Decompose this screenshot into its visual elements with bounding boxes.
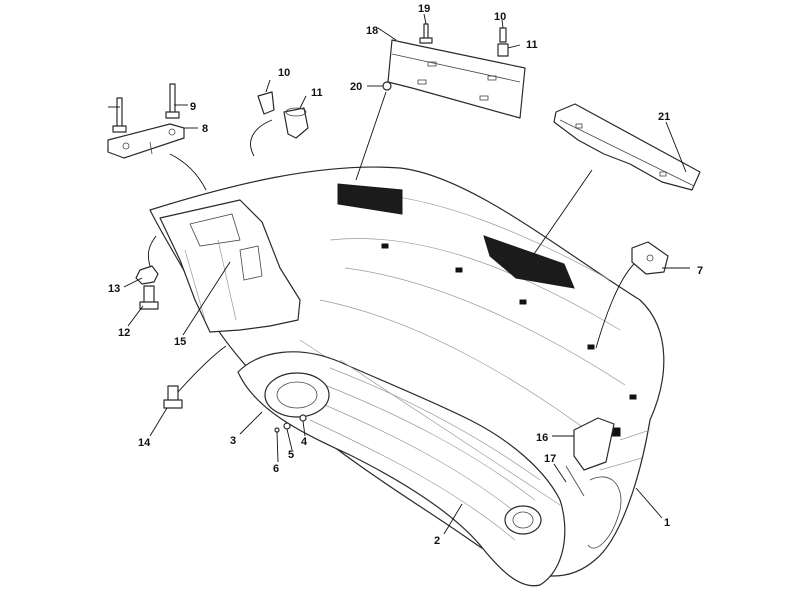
callout-12: 12 <box>118 327 130 339</box>
clip-bracket <box>631 241 669 275</box>
rivet-right <box>165 83 180 119</box>
screw-4 <box>299 414 307 422</box>
lower-grille <box>237 351 566 587</box>
lower-trim-17 <box>565 465 585 497</box>
callout-14: 14 <box>138 437 151 449</box>
screw-6 <box>274 427 280 433</box>
leader-lines <box>108 13 690 535</box>
nut-left <box>283 107 309 139</box>
callout-11-top: 11 <box>526 39 538 51</box>
push-clip-left <box>257 91 275 115</box>
callout-1: 1 <box>664 517 670 529</box>
side-rail-bracket <box>553 103 701 191</box>
nut-11-top <box>497 43 509 57</box>
center-mounting-pad <box>483 235 575 289</box>
callout-4: 4 <box>301 436 308 448</box>
callout-labels: 1 2 3 4 5 6 7 8 9 10 10 11 11 12 13 14 1… <box>108 3 703 547</box>
callout-7: 7 <box>697 265 703 277</box>
callout-13: 13 <box>108 283 120 295</box>
callout-9: 9 <box>190 101 196 113</box>
rivet-left <box>112 97 127 133</box>
callout-17: 17 <box>544 453 556 465</box>
callout-20: 20 <box>350 81 362 93</box>
washer-5 <box>283 422 291 430</box>
callout-21: 21 <box>658 111 670 123</box>
callout-5: 5 <box>288 449 294 461</box>
bolt-12 <box>139 285 159 310</box>
clip-20 <box>382 81 392 91</box>
bolt-10-top <box>499 27 507 43</box>
callout-16: 16 <box>536 432 548 444</box>
callout-8: 8 <box>202 123 208 135</box>
callout-15: 15 <box>174 336 186 348</box>
bolt-19 <box>419 23 433 44</box>
callout-11-left: 11 <box>311 87 323 99</box>
callout-19: 19 <box>418 3 430 15</box>
callout-6: 6 <box>273 463 279 475</box>
lower-bracket-16 <box>573 417 615 471</box>
nut-13 <box>135 265 159 285</box>
side-bracket <box>159 199 301 333</box>
callout-18: 18 <box>366 25 378 37</box>
callout-10-left: 10 <box>278 67 290 79</box>
bolt-14 <box>163 385 183 409</box>
callout-3: 3 <box>230 435 236 447</box>
callout-10-top: 10 <box>494 11 506 23</box>
upper-mounting-pad <box>337 183 403 215</box>
rivet-bracket <box>107 123 185 159</box>
callout-2: 2 <box>434 535 440 547</box>
